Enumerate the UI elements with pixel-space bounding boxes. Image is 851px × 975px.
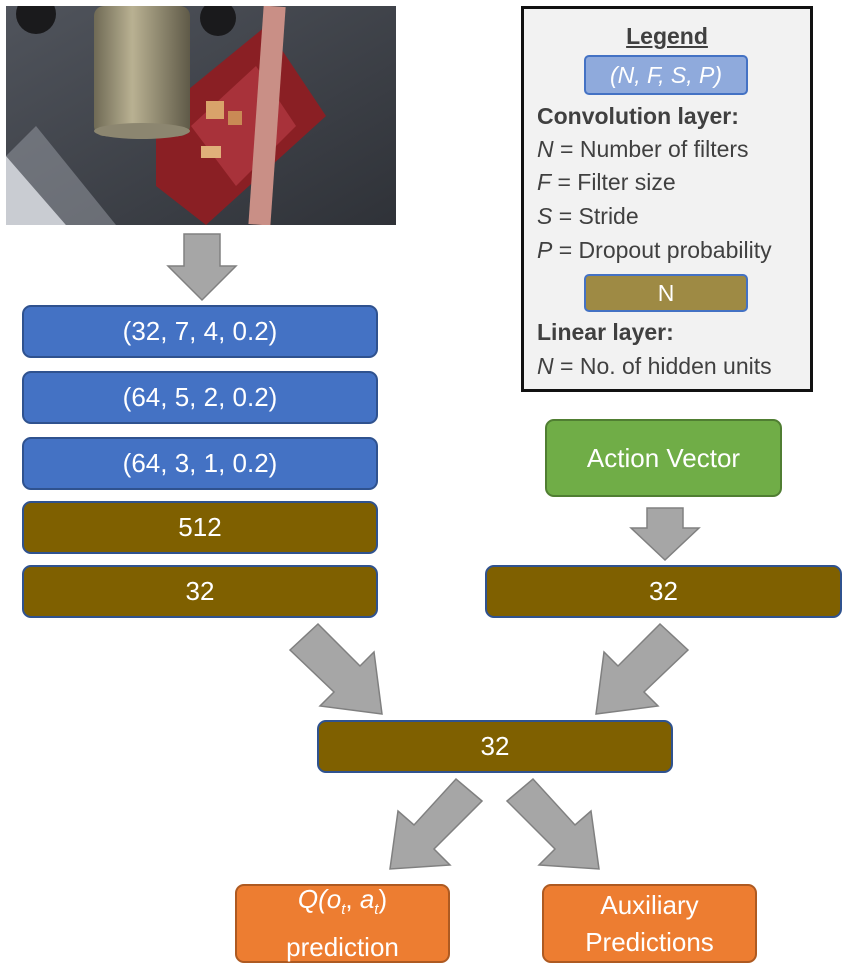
legend-conv-heading: Convolution layer: [537, 103, 739, 129]
input-image-graphic [6, 6, 396, 225]
linear-layer-32: 32 [22, 565, 378, 618]
aux-line-1: Auxiliary [600, 889, 699, 920]
arrow-image-to-conv [166, 233, 238, 302]
merged-linear-layer-32: 32 [317, 720, 673, 773]
input-image [6, 6, 396, 225]
legend-conv-key: (N, F, S, P) [584, 55, 748, 95]
legend-conv-def-f: F = Filter size [537, 169, 676, 195]
conv-layer-3: (64, 3, 1, 0.2) [22, 437, 378, 490]
q-prediction-output: Q(ot, at) prediction [235, 884, 450, 963]
legend-linear-key: N [584, 274, 748, 312]
action-linear-layer-32: 32 [485, 565, 842, 618]
legend-conv-def-n: N = Number of filters [537, 136, 749, 162]
legend-title: Legend [626, 23, 708, 49]
action-vector: Action Vector [545, 419, 782, 497]
q-prediction-formula: Q(ot, at) [297, 884, 388, 919]
legend-linear-heading: Linear layer: [537, 319, 674, 345]
arrow-action-to-linear [629, 507, 701, 562]
conv-layer-1: (32, 7, 4, 0.2) [22, 305, 378, 358]
legend-conv-def-s: S = Stride [537, 203, 639, 229]
linear-layer-512: 512 [22, 501, 378, 554]
arrow-action-branch-to-merge [595, 622, 690, 715]
legend-conv-def-p: P = Dropout probability [537, 237, 772, 263]
arrow-merge-to-q [389, 777, 484, 870]
arrow-image-branch-to-merge [288, 622, 383, 715]
legend-linear-def-n: N = No. of hidden units [537, 353, 772, 379]
q-prediction-label: prediction [286, 931, 399, 962]
auxiliary-predictions-output: Auxiliary Predictions [542, 884, 757, 963]
conv-layer-2: (64, 5, 2, 0.2) [22, 371, 378, 424]
aux-line-2: Predictions [585, 926, 714, 957]
legend: Legend (N, F, S, P) Convolution layer: N… [521, 6, 813, 392]
arrow-merge-to-aux [505, 777, 600, 870]
